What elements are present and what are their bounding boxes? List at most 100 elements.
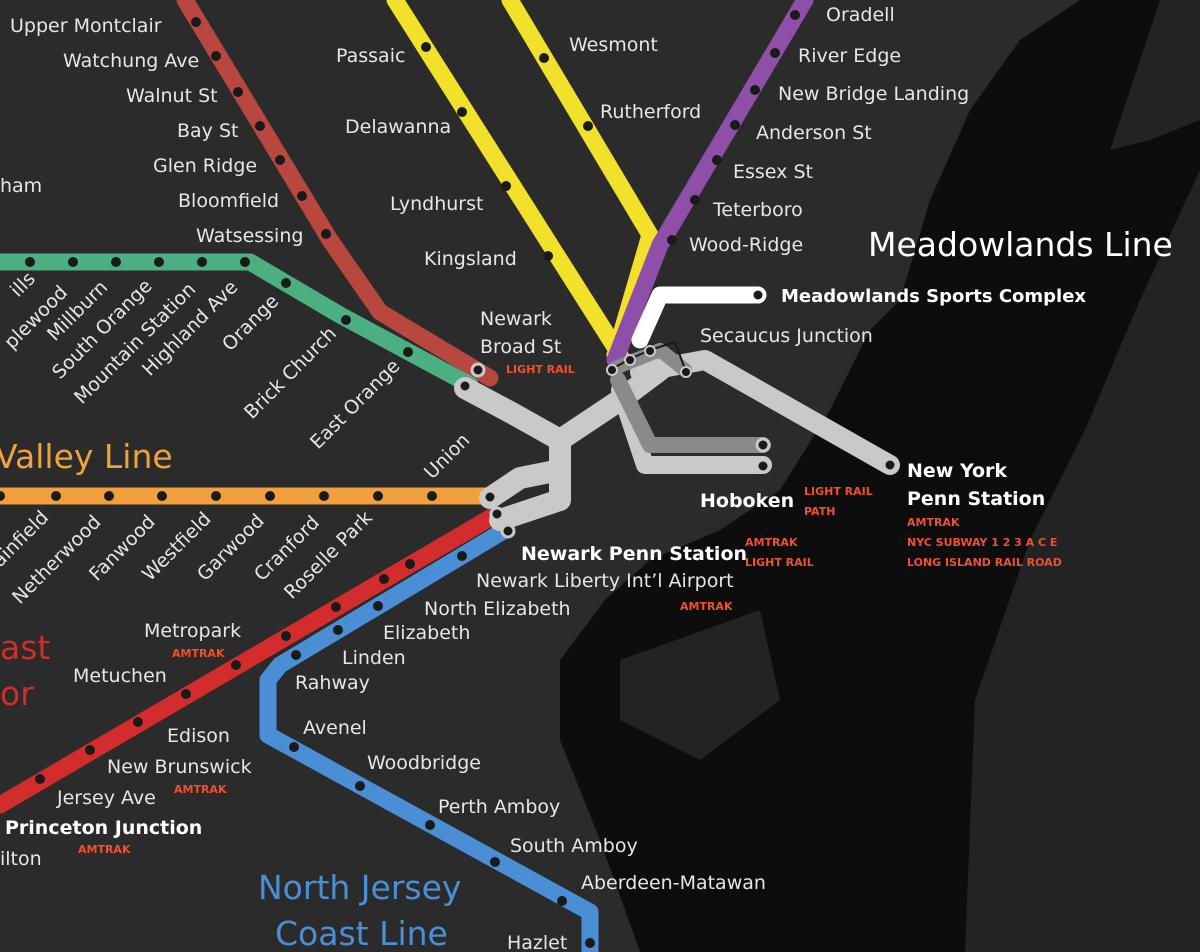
terminal-stop-ny-penn[interactable] xyxy=(882,457,898,473)
label-hazlet[interactable]: Hazlet xyxy=(507,932,567,952)
terminal-stop-hoboken-2[interactable] xyxy=(755,458,771,474)
label-jersey-ave[interactable]: Jersey Ave xyxy=(56,787,156,809)
label-rutherford[interactable]: Rutherford xyxy=(600,101,701,123)
stop[interactable] xyxy=(750,85,760,95)
stop[interactable] xyxy=(154,257,164,267)
label-princeton-jct[interactable]: Princeton Junction xyxy=(5,817,202,839)
stop[interactable] xyxy=(211,51,221,61)
stop-newark-penn-2[interactable] xyxy=(489,506,505,522)
terminal-stop-hoboken-1[interactable] xyxy=(755,437,771,453)
stop-newark-penn-3[interactable] xyxy=(500,523,516,539)
label-meadowlands-sports[interactable]: Meadowlands Sports Complex xyxy=(781,286,1086,307)
stop[interactable] xyxy=(85,745,95,755)
stop-newark-broad-2[interactable] xyxy=(470,362,486,378)
stop[interactable] xyxy=(211,491,221,501)
label-aberdeen-matawan[interactable]: Aberdeen-Matawan xyxy=(581,872,766,894)
stop[interactable] xyxy=(425,820,435,830)
label-avenel[interactable]: Avenel xyxy=(303,717,367,739)
stop[interactable] xyxy=(275,155,285,165)
label-wood-ridge[interactable]: Wood-Ridge xyxy=(689,234,803,256)
label-lyndhurst[interactable]: Lyndhurst xyxy=(390,193,483,215)
stop[interactable] xyxy=(457,107,467,117)
label-metropark[interactable]: Metropark xyxy=(144,620,241,642)
stop-secaucus-4[interactable] xyxy=(680,366,692,378)
stop[interactable] xyxy=(421,42,431,52)
stop[interactable] xyxy=(690,195,700,205)
stop-newark-penn-1[interactable] xyxy=(482,489,498,505)
stop[interactable] xyxy=(355,781,365,791)
label-watchung-ave[interactable]: Watchung Ave xyxy=(63,50,199,72)
stop[interactable] xyxy=(331,602,341,612)
stop-secaucus-3[interactable] xyxy=(644,345,656,357)
stop[interactable] xyxy=(68,257,78,267)
label-walnut-st[interactable]: Walnut St xyxy=(126,85,218,107)
label-river-edge[interactable]: River Edge xyxy=(798,45,901,67)
stop-newark-broad-1[interactable] xyxy=(457,378,473,394)
stop[interactable] xyxy=(539,53,549,63)
stop[interactable] xyxy=(405,559,415,569)
stop[interactable] xyxy=(291,650,301,660)
stop[interactable] xyxy=(543,251,553,261)
stop[interactable] xyxy=(111,257,121,267)
label-delawanna[interactable]: Delawanna xyxy=(345,116,451,138)
stop[interactable] xyxy=(281,278,291,288)
stop[interactable] xyxy=(341,315,351,325)
stop[interactable] xyxy=(231,660,241,670)
stop[interactable] xyxy=(197,257,207,267)
label-newark-broad-2[interactable]: Broad St xyxy=(480,336,561,358)
stop[interactable] xyxy=(25,257,35,267)
stop[interactable] xyxy=(770,48,780,58)
label-newark-broad-1[interactable]: Newark xyxy=(480,308,552,330)
label-kingsland[interactable]: Kingsland xyxy=(424,248,517,270)
label-essex-st[interactable]: Essex St xyxy=(733,161,813,183)
label-watsessing[interactable]: Watsessing xyxy=(196,225,303,247)
stop[interactable] xyxy=(585,938,595,948)
label-passaic[interactable]: Passaic xyxy=(336,45,405,67)
stop[interactable] xyxy=(297,191,307,201)
label-ewr-airport[interactable]: Newark Liberty Int’l Airport xyxy=(476,570,734,592)
stop[interactable] xyxy=(321,229,331,239)
stop[interactable] xyxy=(373,491,383,501)
label-rahway[interactable]: Rahway xyxy=(295,672,370,694)
stop[interactable] xyxy=(35,774,45,784)
label-hoboken[interactable]: Hoboken xyxy=(700,490,794,512)
label-bloomfield[interactable]: Bloomfield xyxy=(178,190,279,212)
stop[interactable] xyxy=(667,235,677,245)
label-teterboro[interactable]: Teterboro xyxy=(712,199,803,221)
label-ham-partial[interactable]: ham xyxy=(0,175,42,197)
label-glen-ridge[interactable]: Glen Ridge xyxy=(153,155,257,177)
stop[interactable] xyxy=(157,491,167,501)
label-new-brunswick[interactable]: New Brunswick xyxy=(107,756,252,778)
label-edison[interactable]: Edison xyxy=(167,725,230,747)
stop[interactable] xyxy=(333,625,343,635)
stop[interactable] xyxy=(501,181,511,191)
stop[interactable] xyxy=(281,631,291,641)
stop[interactable] xyxy=(133,717,143,727)
stop[interactable] xyxy=(730,120,740,130)
label-woodbridge[interactable]: Woodbridge xyxy=(367,752,481,774)
stop[interactable] xyxy=(379,574,389,584)
stop[interactable] xyxy=(255,121,265,131)
stop[interactable] xyxy=(289,742,299,752)
label-wesmont[interactable]: Wesmont xyxy=(569,34,658,56)
label-upper-montclair[interactable]: Upper Montclair xyxy=(10,15,162,37)
stop[interactable] xyxy=(490,857,500,867)
label-elizabeth[interactable]: Elizabeth xyxy=(383,622,470,644)
label-secaucus-jct[interactable]: Secaucus Junction xyxy=(700,325,873,347)
stop[interactable] xyxy=(373,601,383,611)
stop[interactable] xyxy=(427,491,437,501)
label-linden[interactable]: Linden xyxy=(342,647,406,669)
terminal-stop-meadowlands[interactable] xyxy=(750,287,766,303)
label-bay-st[interactable]: Bay St xyxy=(177,120,238,142)
stop[interactable] xyxy=(712,155,722,165)
label-south-amboy[interactable]: South Amboy xyxy=(510,835,638,857)
label-new-bridge-landing[interactable]: New Bridge Landing xyxy=(778,83,969,105)
label-anderson-st[interactable]: Anderson St xyxy=(756,122,872,144)
stop[interactable] xyxy=(181,689,191,699)
stop[interactable] xyxy=(233,87,243,97)
stop[interactable] xyxy=(0,491,5,501)
stop[interactable] xyxy=(457,551,467,561)
stop[interactable] xyxy=(403,347,413,357)
stop[interactable] xyxy=(51,491,61,501)
label-hamilton-partial[interactable]: ilton xyxy=(0,848,42,870)
